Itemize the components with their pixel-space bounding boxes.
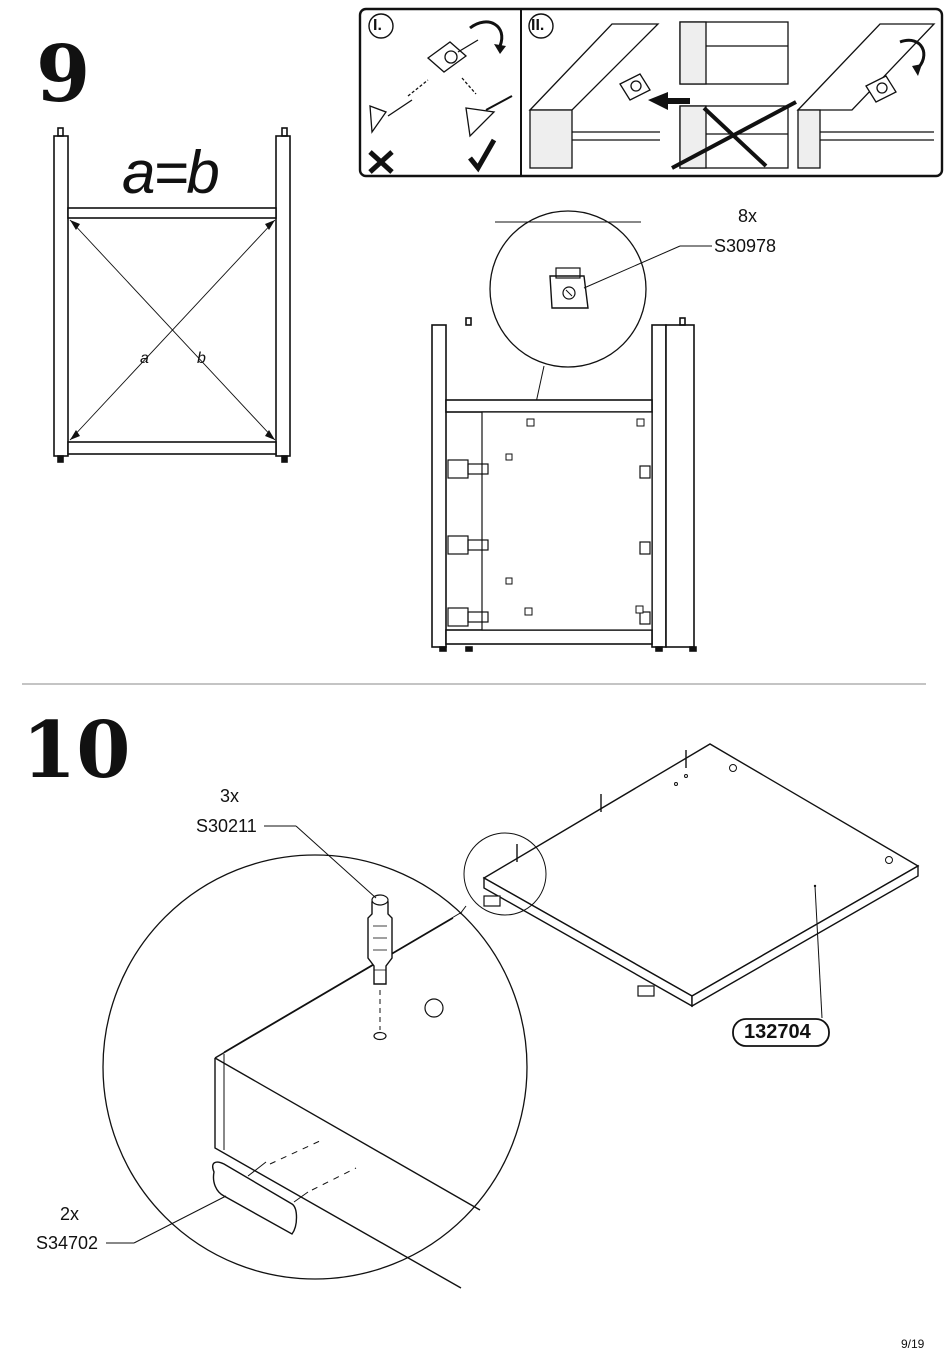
bracket-quantity: 8x bbox=[738, 206, 758, 226]
top-board bbox=[482, 743, 920, 1019]
board-code-bubble bbox=[732, 1018, 830, 1047]
step-number-10: 10 bbox=[22, 705, 131, 796]
panel-ii-label: II. bbox=[531, 17, 545, 34]
bracket-instruction-box bbox=[358, 7, 944, 178]
frame-diagonal-check bbox=[53, 127, 291, 463]
dowel-detail-magnifier bbox=[102, 825, 547, 1289]
dowel-quantity: 3x bbox=[220, 786, 240, 806]
diagonal-label-a: a bbox=[140, 350, 149, 367]
diagonal-equation: a=b bbox=[122, 139, 220, 206]
page-number: 9/19 bbox=[901, 1337, 925, 1351]
panel-ii-drawing bbox=[528, 21, 936, 170]
cap-part-code: S34702 bbox=[36, 1233, 99, 1253]
panel-i-drawing bbox=[368, 20, 513, 174]
board-part-code: 132704 bbox=[744, 1021, 811, 1043]
bracket-part-code: S30978 bbox=[714, 236, 777, 256]
cap-quantity: 2x bbox=[60, 1204, 80, 1224]
bracket-detail-magnifier bbox=[489, 210, 712, 437]
cabinet-assembly bbox=[431, 317, 697, 652]
step-number-9: 9 bbox=[36, 29, 91, 120]
dowel-part-code: S30211 bbox=[196, 816, 257, 836]
panel-i-label: I. bbox=[373, 17, 382, 34]
diagonal-label-b: b bbox=[197, 350, 206, 367]
